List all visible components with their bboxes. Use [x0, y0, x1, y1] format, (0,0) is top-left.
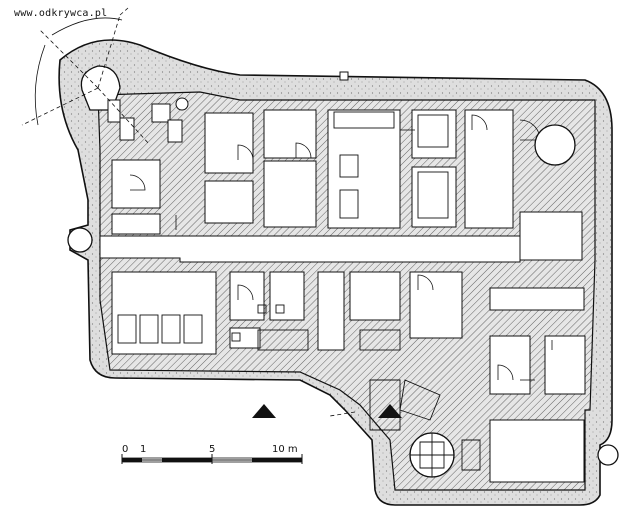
scale-bar: 0 1 5 10 m: [121, 444, 303, 464]
room: [204, 112, 254, 174]
door-swings: [129, 114, 553, 381]
watermark-text: www.odkrywca.pl: [14, 8, 108, 19]
room: [111, 159, 161, 209]
room: [263, 160, 317, 228]
room: [544, 335, 586, 395]
room: [263, 109, 317, 159]
room: [489, 335, 531, 395]
scale-label-5: 5: [209, 444, 215, 455]
entrance-arrow-icon: [378, 404, 402, 418]
vent: [339, 71, 349, 81]
room: [229, 327, 261, 349]
room: [489, 287, 585, 311]
room: [411, 109, 457, 159]
scale-label-10: 10 m: [272, 444, 298, 455]
firing-lines: [21, 7, 356, 417]
room: [204, 180, 254, 224]
room: [464, 109, 514, 229]
room: [489, 419, 585, 483]
room: [269, 271, 305, 321]
room: [411, 166, 457, 228]
cupola-details: [410, 433, 481, 477]
room: [409, 271, 463, 339]
scale-label-1: 1: [140, 444, 146, 455]
room: [111, 213, 161, 235]
firing-arcs: [34, 17, 123, 126]
entrance-arrow-icon: [252, 404, 276, 418]
interior-details: [117, 111, 449, 431]
scale-label-0: 0: [122, 444, 128, 455]
room: [111, 271, 217, 355]
nw-turret: [80, 65, 189, 143]
room: [317, 271, 345, 351]
room: [519, 211, 583, 261]
room: [349, 271, 401, 321]
main-corridor: [99, 235, 521, 263]
